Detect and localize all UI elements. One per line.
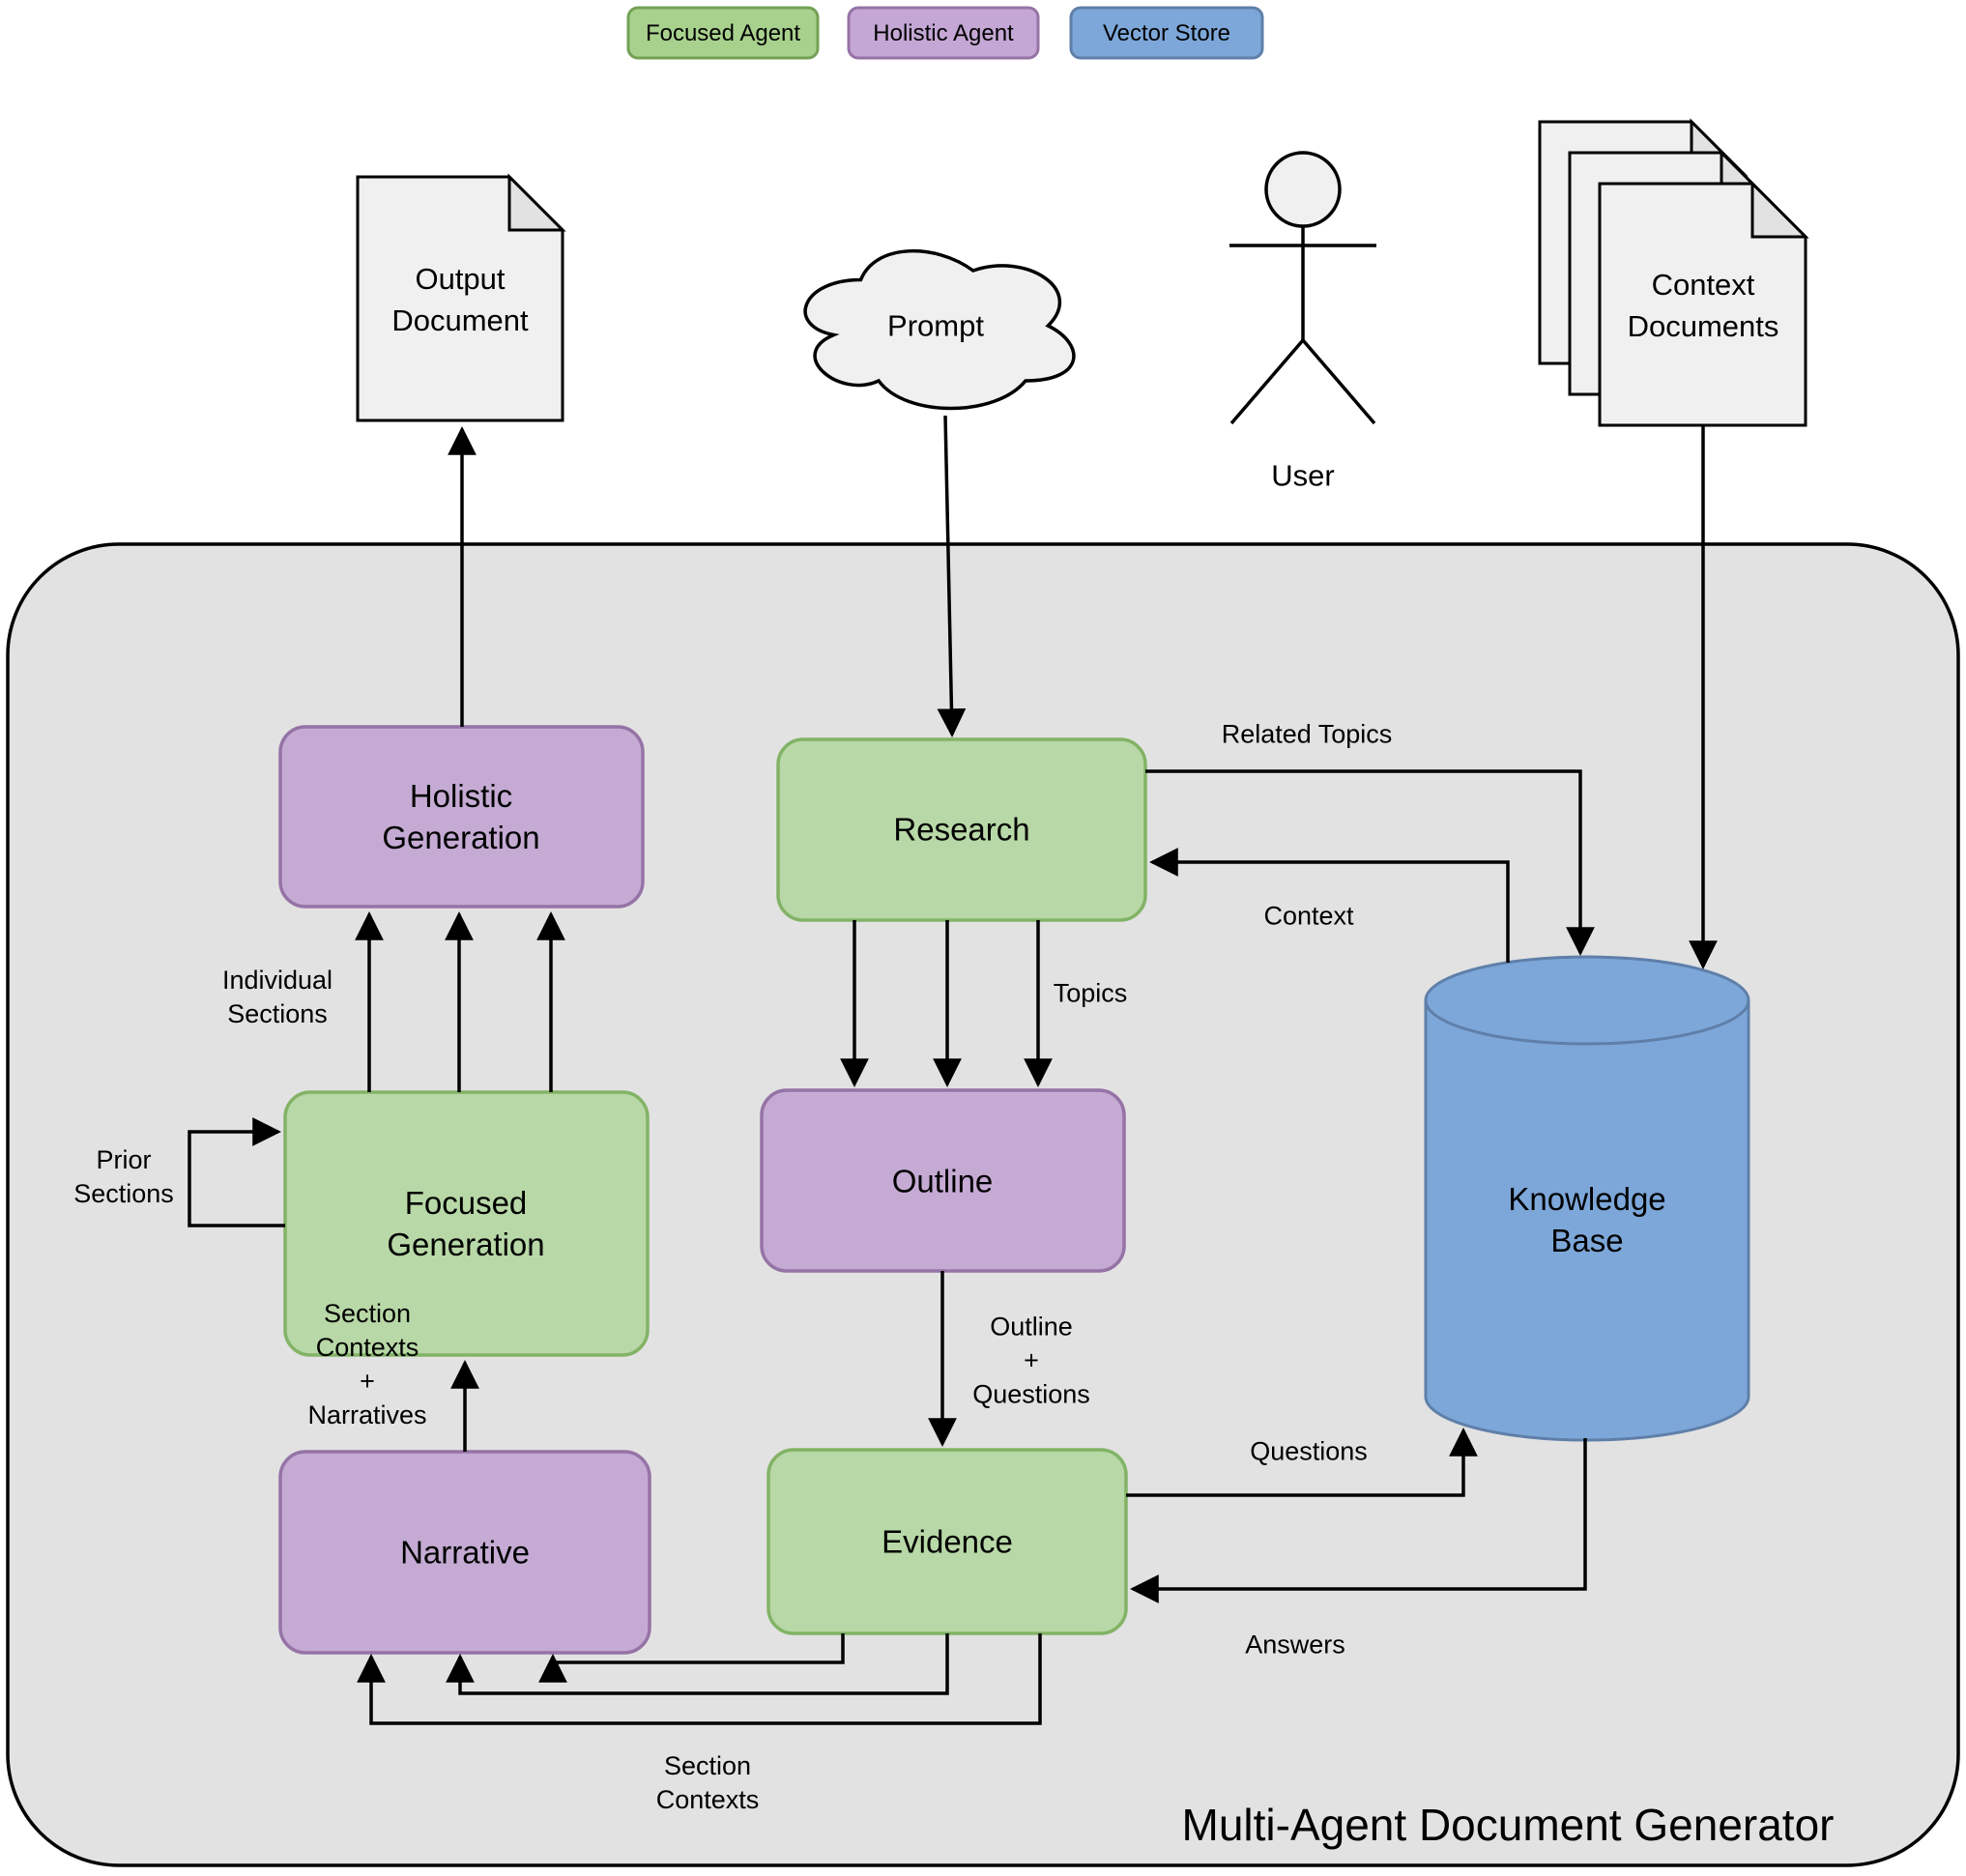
legend-focused-agent-swatch (626, 6, 820, 60)
questions-edge-label: Questions (1250, 1436, 1368, 1466)
user-figure (1229, 151, 1376, 425)
edge-questions-to-kb (1126, 1428, 1478, 1497)
edge-prior-sections-loop (188, 1117, 285, 1227)
edge-context (1149, 848, 1510, 963)
edge-answers-to-evidence (1130, 1438, 1587, 1603)
prompt-label: Prompt (887, 308, 984, 343)
related-topics-edge-label: Related Topics (1221, 719, 1393, 749)
legend-focused-agent-label: Focused Agent (645, 20, 801, 46)
answers-edge-label: Answers (1245, 1630, 1345, 1660)
legend-holistic-agent-label: Holistic Agent (873, 20, 1014, 46)
knowledge-base-node (1424, 955, 1750, 1442)
evidence-label: Evidence (882, 1523, 1013, 1560)
legend-vector-store-label: Vector Store (1102, 20, 1231, 46)
output-document-shape (356, 173, 566, 422)
topics-edge-label: Topics (1053, 978, 1128, 1008)
knowledge-base-label: Knowledge Base (1508, 1181, 1666, 1258)
user-label: User (1271, 458, 1335, 493)
research-node (776, 737, 1147, 922)
focused-generation-node (283, 1090, 650, 1357)
edge-section-contexts-1 (538, 1633, 845, 1683)
legend-holistic-agent-swatch (847, 6, 1040, 60)
context-edge-label: Context (1263, 901, 1354, 931)
output-document-label: Output Document (391, 262, 529, 337)
edge-section-contexts-2 (446, 1633, 949, 1695)
focused-generation-label: Focused Generation (387, 1185, 545, 1262)
context-documents-shape (1538, 118, 1809, 427)
narrative-label: Narrative (400, 1534, 530, 1571)
research-label: Research (893, 811, 1030, 848)
section-contexts-edge-label: Section Contexts (655, 1751, 760, 1814)
individual-sections-edge-label: Individual Sections (221, 966, 333, 1028)
diagram-title: Multi-Agent Document Generator (1181, 1800, 1835, 1850)
context-documents-label: Context Documents (1627, 268, 1779, 343)
edge-prompt-to-research (937, 415, 967, 737)
edge-section-contexts-3 (357, 1633, 1042, 1725)
outline-label: Outline (891, 1163, 994, 1199)
outline-questions-edge-label: Outline + Questions (972, 1312, 1090, 1409)
prior-sections-edge-label: Prior Sections (73, 1145, 174, 1208)
prompt-cloud-shape (803, 248, 1076, 411)
legend-vector-store-swatch (1069, 6, 1264, 60)
holistic-generation-label: Holistic Generation (382, 778, 540, 855)
edge-related-topics (1145, 769, 1595, 956)
section-contexts-narratives-edge-label: Section Contexts + Narratives (307, 1299, 427, 1429)
